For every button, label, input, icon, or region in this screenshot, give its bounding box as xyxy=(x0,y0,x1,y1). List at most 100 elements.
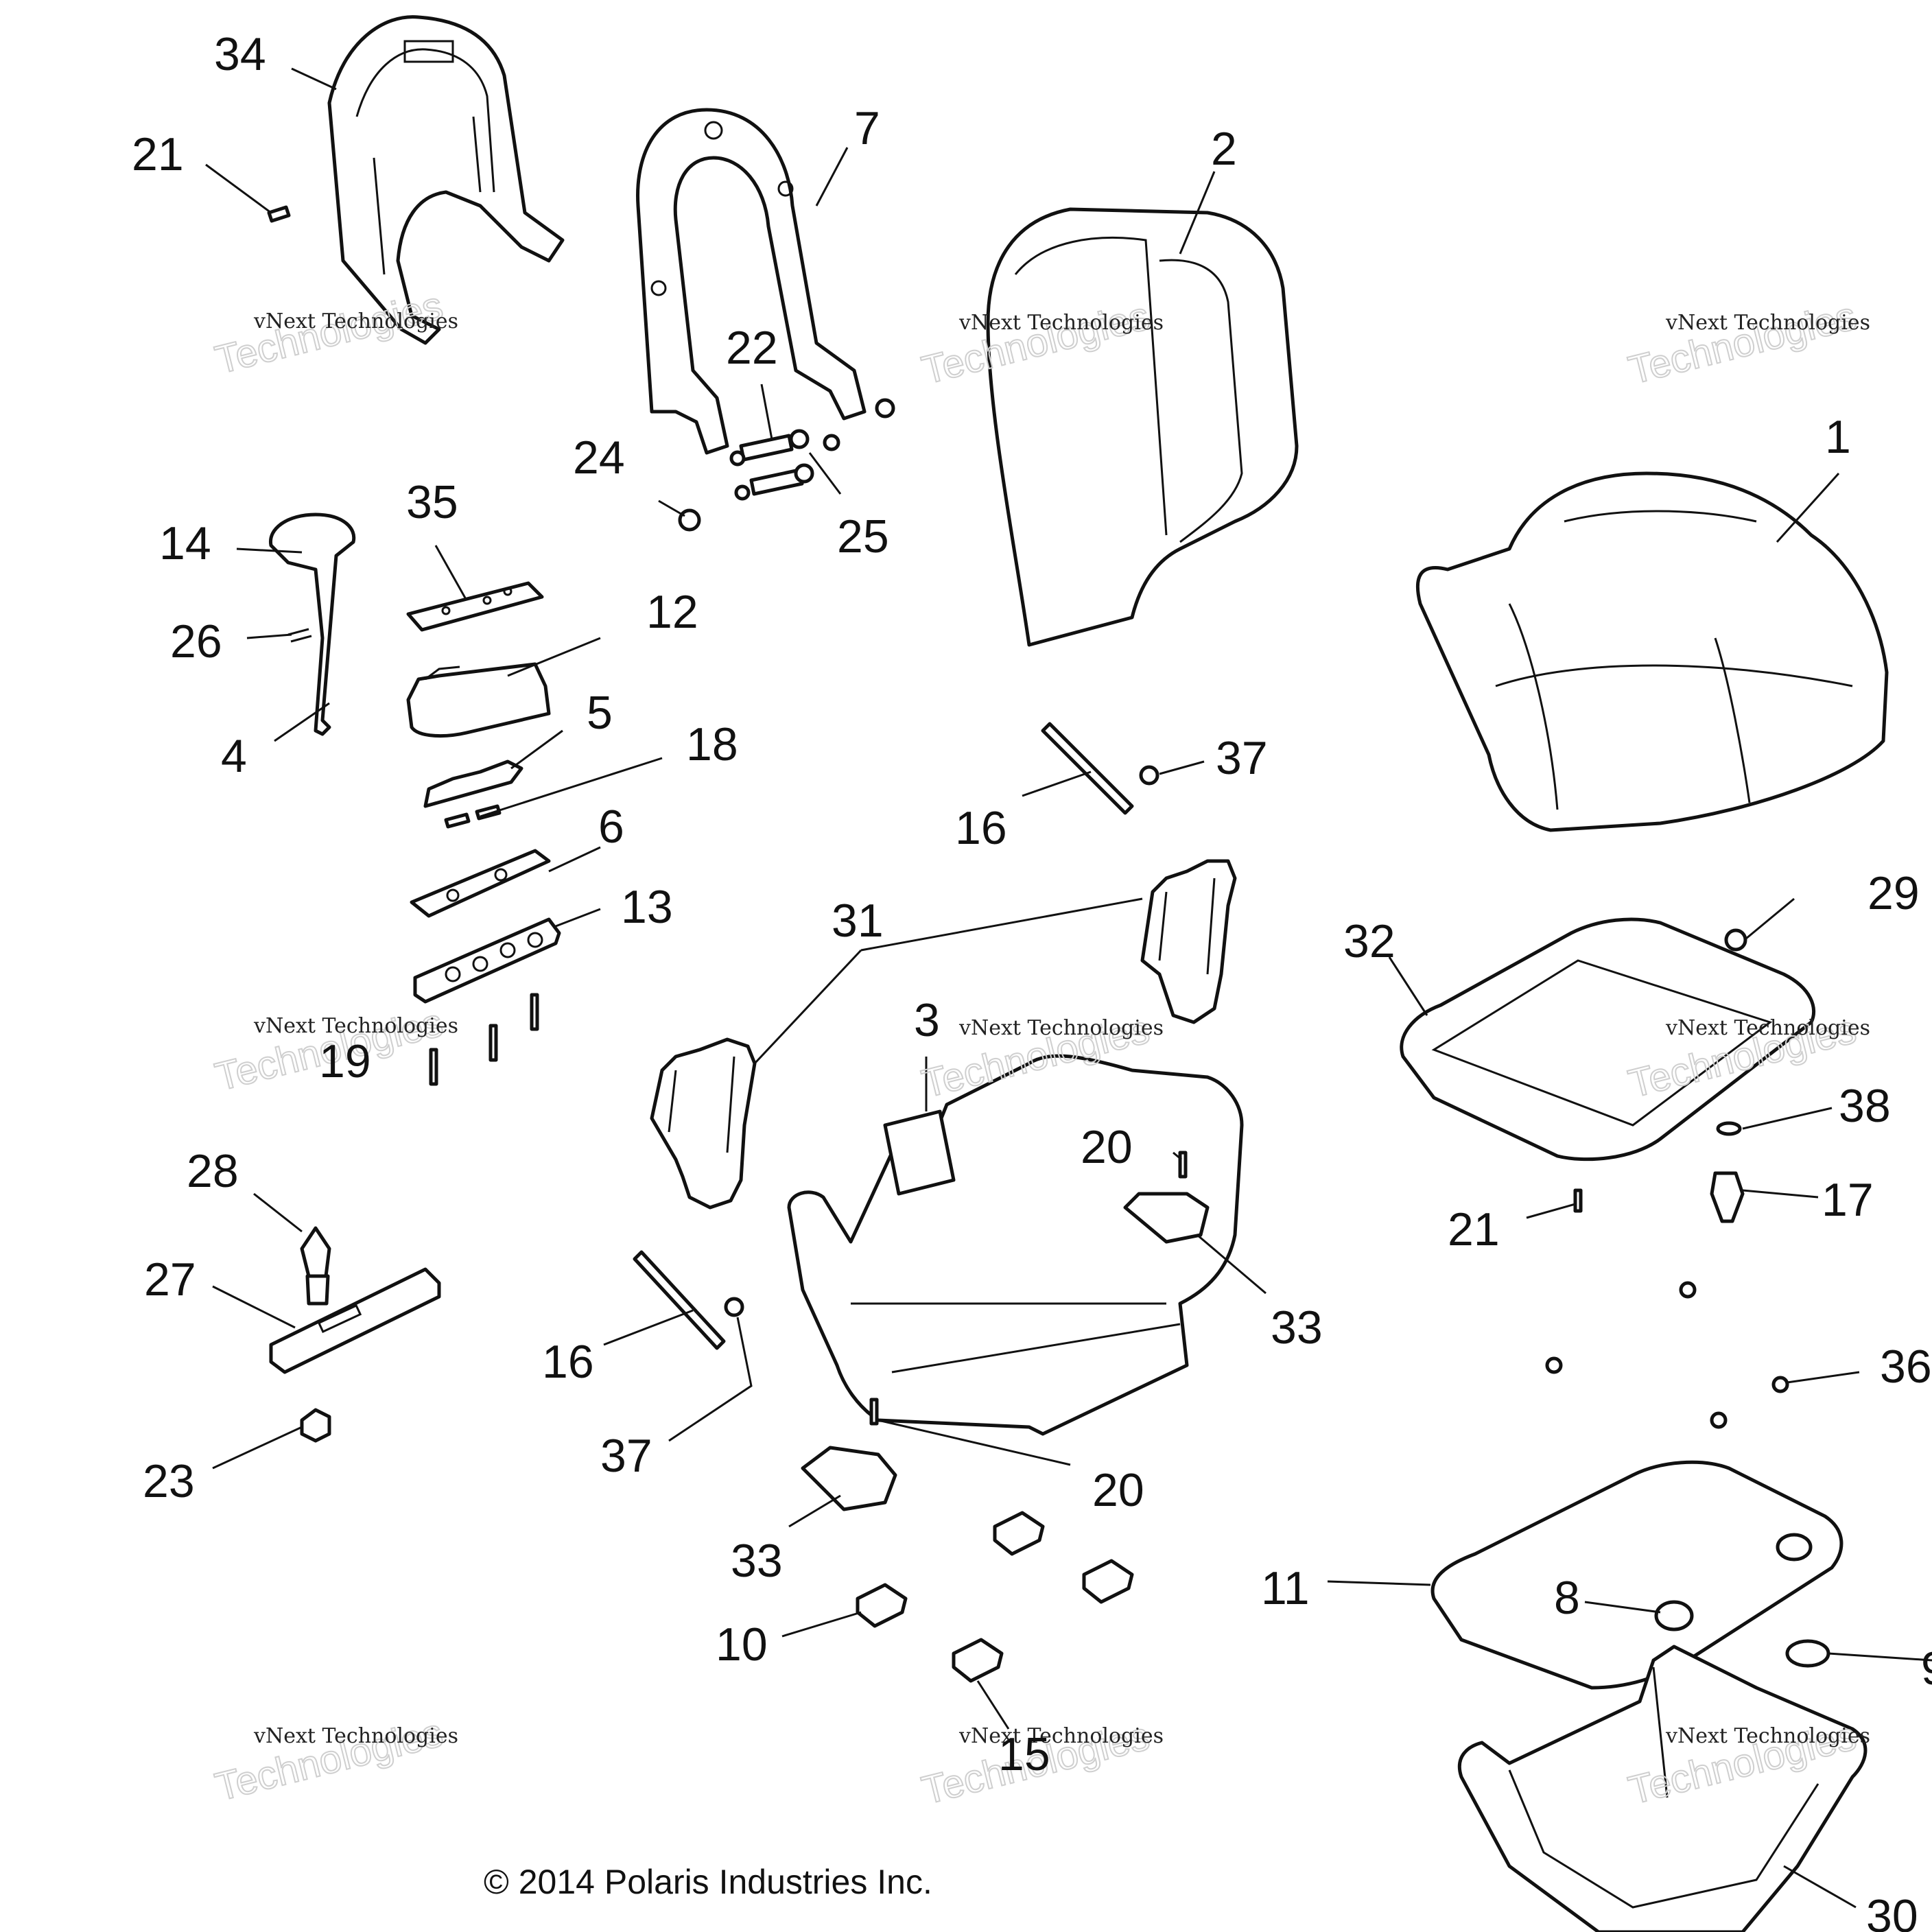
label-13: 13 xyxy=(621,881,673,933)
part-3-seat-frame xyxy=(787,1054,1244,1436)
part-6-plate xyxy=(410,849,551,918)
part-13-base xyxy=(413,917,561,1004)
part-37-clip-upper xyxy=(1139,765,1159,786)
svg-text:Technologies: Technologies xyxy=(1624,294,1860,393)
label-21-top: 21 xyxy=(132,128,184,180)
part-21-screw xyxy=(267,205,291,223)
label-37-upper: 37 xyxy=(1216,732,1268,784)
label-15: 15 xyxy=(998,1728,1050,1780)
label-23: 23 xyxy=(143,1455,195,1507)
part-35-plate xyxy=(406,581,544,632)
part-31-grab-handle-right xyxy=(1140,859,1237,1024)
svg-text:vNext Technologies: vNext Technologies xyxy=(253,1014,458,1038)
part-21-screw-right xyxy=(1573,1188,1583,1213)
part-26-springs xyxy=(287,628,312,643)
label-20-lower: 20 xyxy=(1092,1464,1144,1516)
label-21-right: 21 xyxy=(1448,1203,1500,1256)
label-7: 7 xyxy=(854,102,880,154)
part-14-handle xyxy=(268,513,356,736)
label-17: 17 xyxy=(1822,1174,1874,1226)
part-23-nut xyxy=(300,1408,331,1443)
label-33-right: 33 xyxy=(1271,1301,1323,1354)
part-34-backrest-cover xyxy=(327,15,565,345)
part-37-clip-lower xyxy=(724,1297,744,1317)
label-27: 27 xyxy=(144,1253,196,1306)
part-17-stud xyxy=(1710,1171,1745,1223)
label-22: 22 xyxy=(726,322,778,374)
part-11-gasket xyxy=(1430,1460,1843,1690)
label-5: 5 xyxy=(587,687,613,739)
label-18: 18 xyxy=(686,718,738,770)
part-9-cap xyxy=(1785,1639,1830,1668)
label-12: 12 xyxy=(646,586,698,638)
svg-text:vNext Technologies: vNext Technologies xyxy=(253,1724,458,1748)
part-15-clip-nut xyxy=(952,1638,1004,1683)
part-5-latch xyxy=(423,759,523,808)
copyright-text: © 2014 Polaris Industries Inc. xyxy=(484,1863,932,1901)
leader-lines xyxy=(205,67,1932,1909)
part-36-pushpins xyxy=(1545,1281,1789,1429)
callout-labels: 34 21 7 2 22 24 25 1 35 14 12 26 5 18 4 … xyxy=(132,28,1932,1932)
part-20-screw-upper xyxy=(1178,1151,1188,1179)
svg-text:vNext Technologies: vNext Technologies xyxy=(1665,1724,1870,1748)
label-14: 14 xyxy=(159,517,211,569)
part-22-bolts xyxy=(729,398,895,501)
label-24: 24 xyxy=(573,432,625,484)
part-16-strap-upper xyxy=(1041,722,1134,815)
label-26: 26 xyxy=(170,615,222,668)
part-8-grommets xyxy=(1654,1533,1813,1631)
label-3: 3 xyxy=(914,994,940,1046)
label-16-lower: 16 xyxy=(542,1336,594,1388)
label-10: 10 xyxy=(716,1618,768,1671)
svg-text:vNext Technologies: vNext Technologies xyxy=(1665,311,1870,335)
label-11: 11 xyxy=(1261,1562,1310,1614)
svg-text:vNext Technologies: vNext Technologies xyxy=(958,1016,1164,1040)
part-7-hoop-frame xyxy=(636,108,867,455)
label-35: 35 xyxy=(406,476,458,528)
part-12-latch-housing xyxy=(406,662,551,738)
svg-text:vNext Technologies: vNext Technologies xyxy=(1665,1016,1870,1040)
label-9: 9 xyxy=(1921,1642,1932,1695)
part-16-strap-lower xyxy=(633,1250,726,1350)
watermark-bottom-left: Technologies vNext Technologies xyxy=(210,1710,458,1811)
part-19-screws xyxy=(429,993,539,1086)
part-24-nut xyxy=(678,508,701,532)
label-31: 31 xyxy=(832,895,884,947)
label-38: 38 xyxy=(1839,1080,1891,1132)
label-33-left: 33 xyxy=(731,1535,783,1587)
part-33-cover-right xyxy=(1123,1192,1210,1244)
label-16-upper: 16 xyxy=(955,802,1007,854)
part-29-nut xyxy=(1724,928,1747,952)
label-37-lower: 37 xyxy=(600,1430,652,1482)
label-2: 2 xyxy=(1211,123,1237,175)
part-10-clip-nuts xyxy=(856,1511,1134,1628)
label-8: 8 xyxy=(1554,1572,1580,1624)
part-2-backrest-cushion xyxy=(986,207,1299,647)
part-31-grab-handle-left xyxy=(650,1037,757,1210)
label-30: 30 xyxy=(1866,1890,1918,1932)
part-18-springs xyxy=(444,804,502,829)
part-20-screw-lower xyxy=(869,1398,879,1426)
watermark-top-right: Technologies vNext Technologies xyxy=(1623,293,1870,394)
part-28-stud xyxy=(300,1226,331,1306)
label-34: 34 xyxy=(214,28,266,80)
part-1-seat-cushion xyxy=(1415,471,1889,832)
svg-text:vNext Technologies: vNext Technologies xyxy=(958,1724,1164,1748)
label-28: 28 xyxy=(187,1145,239,1197)
part-30-storage-tub xyxy=(1457,1645,1868,1932)
label-19: 19 xyxy=(319,1035,371,1087)
svg-text:vNext Technologies: vNext Technologies xyxy=(253,309,458,333)
watermark-top-left: Technologies vNext Technologies xyxy=(210,283,458,384)
part-38-washer xyxy=(1716,1121,1742,1136)
part-33-cover-left xyxy=(801,1446,897,1511)
label-6: 6 xyxy=(598,801,624,853)
label-1: 1 xyxy=(1825,411,1851,463)
label-25: 25 xyxy=(837,510,889,563)
part-27-bracket xyxy=(269,1267,441,1374)
svg-text:vNext Technologies: vNext Technologies xyxy=(958,311,1164,335)
label-20-upper: 20 xyxy=(1081,1121,1133,1173)
label-29: 29 xyxy=(1868,867,1920,919)
label-32: 32 xyxy=(1343,915,1395,967)
label-4: 4 xyxy=(221,730,247,782)
